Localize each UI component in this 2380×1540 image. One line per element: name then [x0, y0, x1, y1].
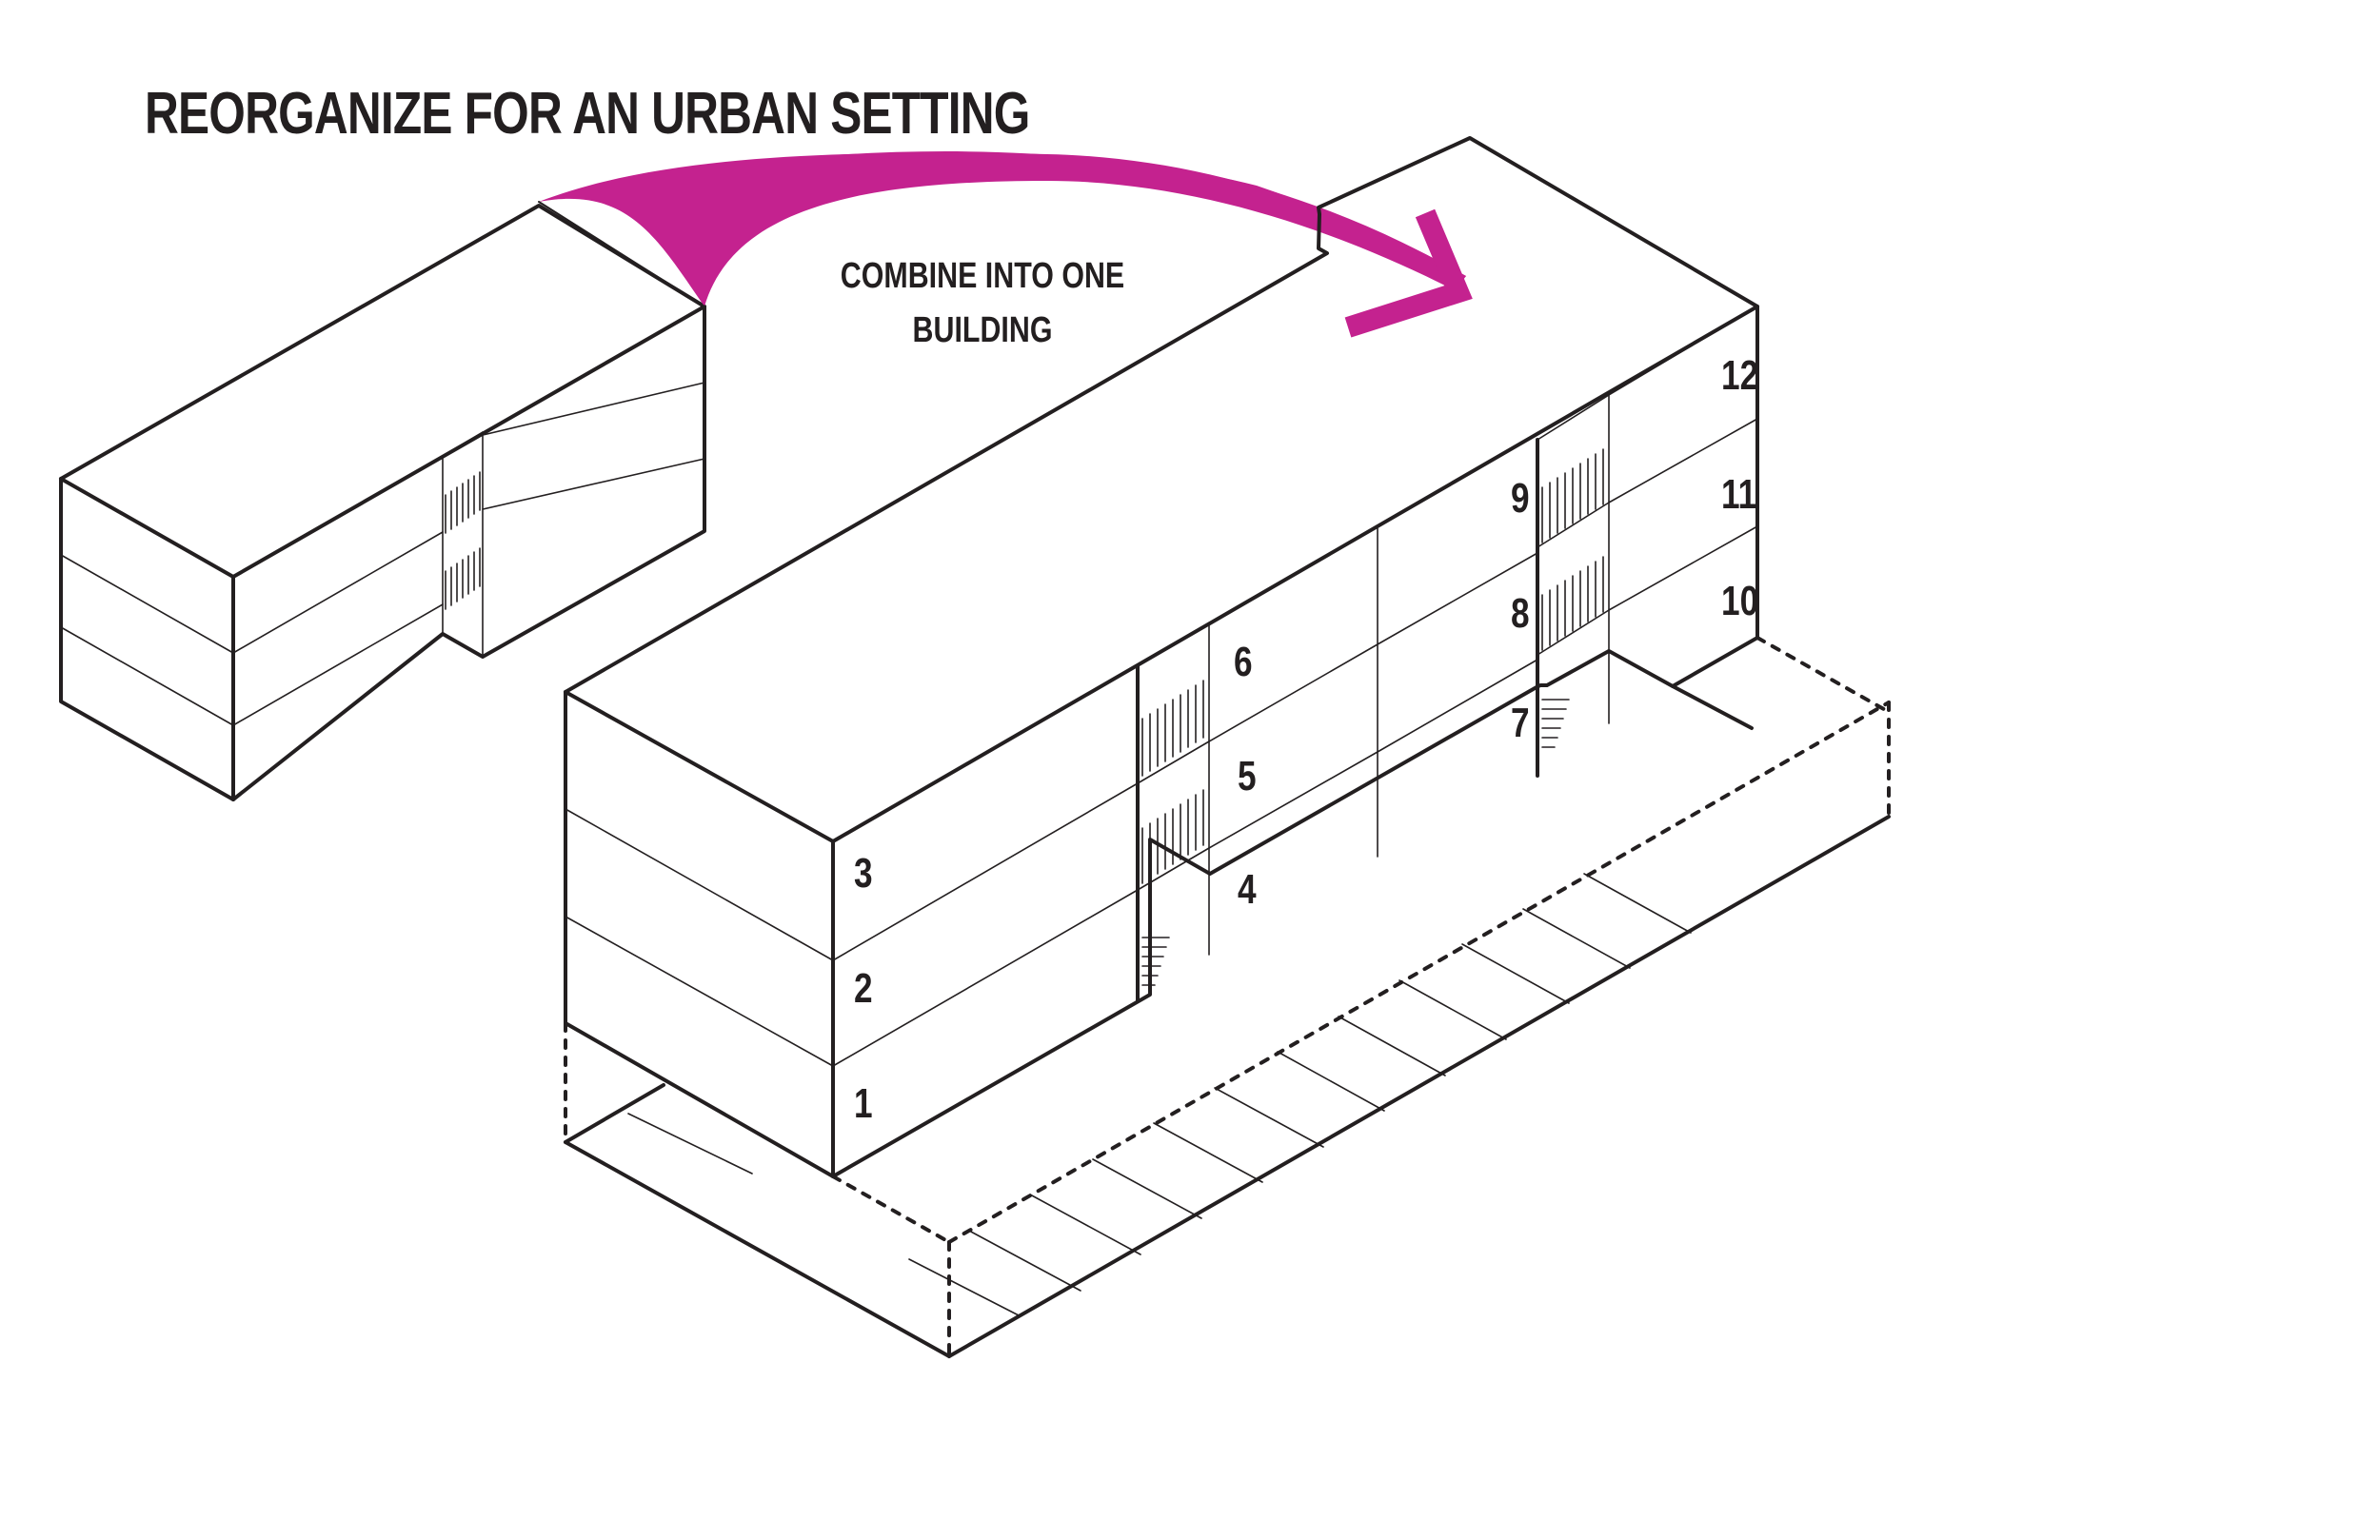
original-end-edge [59, 477, 235, 579]
unit-label-8: 8 [1511, 590, 1530, 637]
combined-floor-line [832, 889, 1139, 1067]
original-floor-line [482, 458, 705, 510]
combine-note-line2: BUILDING [912, 310, 1053, 350]
parking-stall-lines [968, 873, 1692, 1292]
unit-label-4: 4 [1238, 866, 1257, 913]
stair-gap-edge [1137, 740, 1210, 784]
original-building-outline [59, 204, 706, 801]
stair-gap-edge [1537, 609, 1610, 656]
diagram-title: REORGANIZE FOR AN URBAN SETTING [145, 81, 1030, 147]
original-stair-gap [442, 431, 484, 457]
combined-floor-line [1608, 306, 1758, 396]
combined-floor-line [1608, 525, 1758, 611]
combined-building-outline [564, 136, 1759, 1178]
site-edge [947, 815, 1891, 1358]
combined-floor-line [1208, 751, 1378, 849]
original-building [59, 204, 706, 801]
unit-label-6: 6 [1234, 639, 1253, 685]
site-edge [1755, 636, 1891, 714]
original-floor-line [232, 603, 444, 726]
site-edge [564, 1083, 665, 1144]
stair-gap-edge [1137, 847, 1210, 891]
original-floor-line [60, 626, 234, 726]
combined-building [564, 136, 1759, 1178]
combined-floor-line [1377, 552, 1538, 645]
unit-label-5: 5 [1238, 753, 1257, 800]
combined-floor-line [832, 782, 1139, 961]
combined-roof-edge [831, 305, 1759, 843]
combined-floor-line [1377, 659, 1538, 753]
site-edge [831, 1175, 951, 1244]
stair-gap-edge [1537, 394, 1610, 441]
parking-lot [564, 636, 1891, 1358]
original-roof-edge [231, 305, 706, 579]
original-stair-hatch [445, 471, 481, 610]
stair-hatch-1 [1141, 680, 1204, 986]
site-edge [564, 1140, 951, 1358]
original-floor-line [232, 531, 444, 654]
unit-label-12: 12 [1721, 352, 1759, 399]
unit-label-11: 11 [1721, 471, 1757, 518]
unit-label-9: 9 [1511, 475, 1530, 522]
combine-arrow [538, 151, 1473, 338]
site-edge [1671, 684, 1754, 730]
combined-end-edge [564, 690, 835, 843]
driveway-line [908, 1258, 1020, 1316]
unit-label-10: 10 [1721, 578, 1759, 624]
unit-label-2: 2 [854, 965, 873, 1012]
combined-floor-line [1608, 418, 1758, 503]
stair-gap-edge [1537, 502, 1610, 548]
driveway-line [627, 1113, 753, 1175]
combine-note: COMBINE INTO ONE BUILDING [807, 249, 1158, 358]
unit-label-1: 1 [854, 1080, 873, 1127]
combined-floor-line [565, 916, 834, 1067]
unit-label-7: 7 [1511, 700, 1530, 746]
unit-label-3: 3 [854, 850, 873, 897]
combined-floor-line [1208, 643, 1378, 742]
original-floor-line [60, 554, 234, 654]
combine-note-line1: COMBINE INTO ONE [840, 256, 1125, 296]
site-edge [947, 701, 1891, 1244]
stair-gap-edge [1137, 622, 1210, 667]
stair-hatch-2 [1541, 448, 1604, 748]
original-floor-line [482, 382, 705, 436]
combined-floor-line [565, 808, 834, 961]
